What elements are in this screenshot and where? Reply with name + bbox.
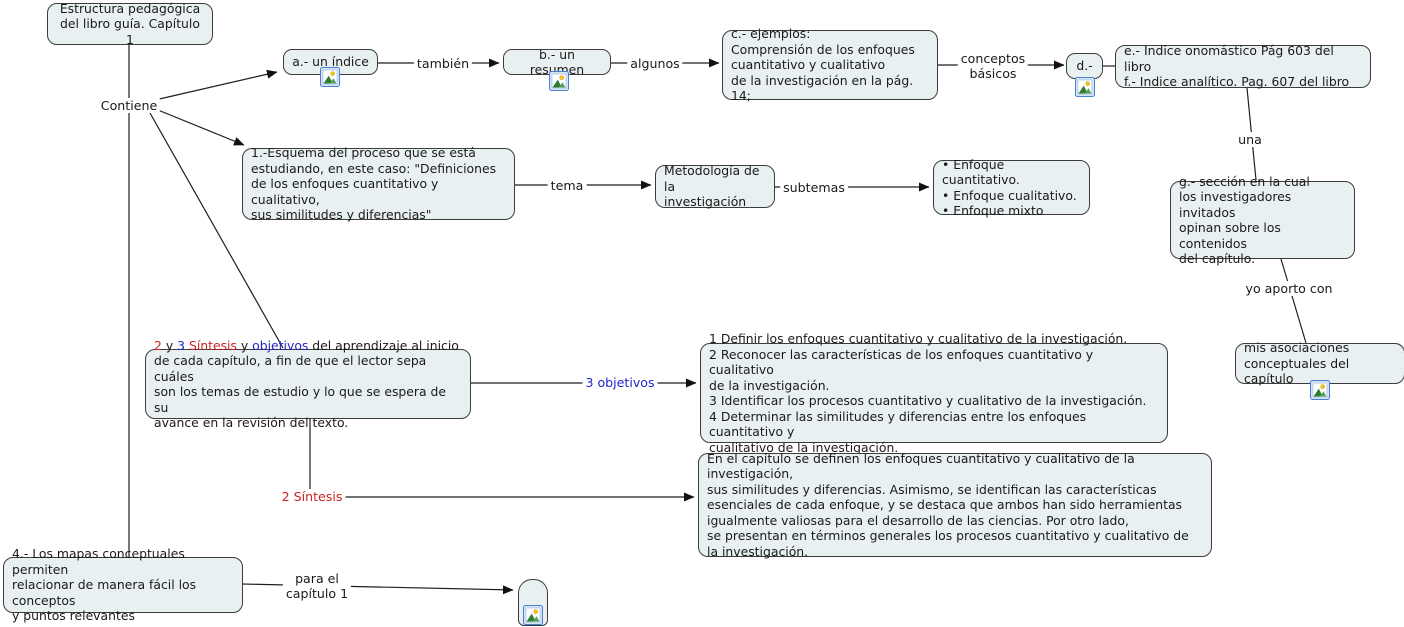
node-sintesis-parrafo-text: En el capítulo se definen los enfoques c… [707, 450, 1189, 559]
node-seccion-investigadores[interactable]: g.- sección en la cual los investigadore… [1170, 174, 1355, 266]
line-contiene-to-indice [154, 69, 278, 101]
node-mis-asociaciones[interactable]: mis asociaciones conceptuales del capítu… [1235, 340, 1404, 387]
node-un-resumen-text: b.- un resumen [529, 46, 585, 78]
line-contiene-to-sintesis-objetivos [149, 112, 284, 349]
node-un-indice-text: a.- un índice [292, 54, 369, 70]
node-mis-asociaciones-text: mis asociaciones conceptuales del capítu… [1244, 340, 1350, 387]
node-metodologia[interactable]: Metodología de la investigación [655, 163, 775, 210]
node-sintesis-parrafo[interactable]: En el capítulo se definen los enfoques c… [698, 450, 1212, 559]
label-algunos[interactable]: algunos [627, 56, 683, 71]
line-contiene-to-esquema [152, 107, 245, 146]
node-enfoques-lista[interactable]: • Enfoque cuantitativo. • Enfoque cualit… [933, 157, 1090, 218]
label-tambien[interactable]: también [413, 56, 473, 71]
node-mapas-conceptuales-text: 4.- Los mapas conceptuales permiten rela… [12, 546, 197, 624]
node-estructura-pedagogica[interactable]: Estructura pedagógica del libro guía. Ca… [47, 0, 213, 47]
node-ejemplos-text: c.- ejemplos: Comprensión de los enfoque… [731, 26, 915, 104]
node-d[interactable]: d.- [1066, 53, 1103, 79]
label-contiene[interactable]: Contiene [97, 98, 161, 113]
image-resource-icon[interactable] [1075, 77, 1095, 97]
label-una[interactable]: una [1235, 132, 1265, 147]
node-mapas-conceptuales[interactable]: 4.- Los mapas conceptuales permiten rela… [3, 546, 243, 623]
node-enfoques-text: • Enfoque cuantitativo. • Enfoque cualit… [942, 156, 1077, 219]
label-subtemas[interactable]: subtemas [780, 180, 848, 195]
node-seccion-text: g.- sección en la cual los investigadore… [1179, 173, 1310, 267]
node-un-resumen[interactable]: b.- un resumen [503, 46, 611, 78]
node-estructura-pedagogica-text: Estructura pedagógica del libro guía. Ca… [59, 0, 201, 47]
node-metodologia-text: Metodología de la investigación [664, 163, 760, 210]
node-un-indice[interactable]: a.- un índice [283, 49, 378, 75]
label-conceptos-basicos[interactable]: conceptos básicos [957, 51, 1029, 81]
image-resource-icon[interactable] [523, 605, 543, 625]
image-resource-icon[interactable] [549, 71, 569, 91]
node-indices-onomastico-analitico[interactable]: e.- Indice onomástico Pág 603 del libro … [1115, 43, 1371, 90]
label-3-objetivos[interactable]: 3 objetivos [582, 375, 658, 390]
node-objetivos-lista[interactable]: 1 Definir los enfoques cuantitativo y cu… [700, 331, 1168, 455]
node-indices-text: e.- Indice onomástico Pág 603 del libro … [1124, 43, 1350, 90]
label-para-el-capitulo-1[interactable]: para el capítulo 1 [282, 571, 352, 601]
label-tema[interactable]: tema [547, 178, 587, 193]
node-objetivos-lista-text: 1 Definir los enfoques cuantitativo y cu… [709, 331, 1147, 455]
node-esquema-proceso[interactable]: 1.-Esquema del proceso que se está estud… [242, 145, 515, 223]
node-sintesis-y-objetivos-text: 2 y 3 Síntesis y objetivos del aprendiza… [154, 337, 459, 431]
image-resource-icon[interactable] [1310, 380, 1330, 400]
label-yo-aporto-con[interactable]: yo aporto con [1242, 281, 1336, 296]
node-d-text: d.- [1076, 58, 1093, 74]
line-seccion-to-asociaciones [1280, 258, 1307, 344]
node-esquema-text: 1.-Esquema del proceso que se está estud… [251, 145, 497, 223]
node-ejemplos[interactable]: c.- ejemplos: Comprensión de los enfoque… [722, 26, 938, 103]
label-2-sintesis[interactable]: 2 Síntesis [278, 489, 346, 504]
image-resource-icon[interactable] [320, 67, 340, 87]
node-sintesis-y-objetivos[interactable]: 2 y 3 Síntesis y objetivos del aprendiza… [145, 338, 471, 430]
